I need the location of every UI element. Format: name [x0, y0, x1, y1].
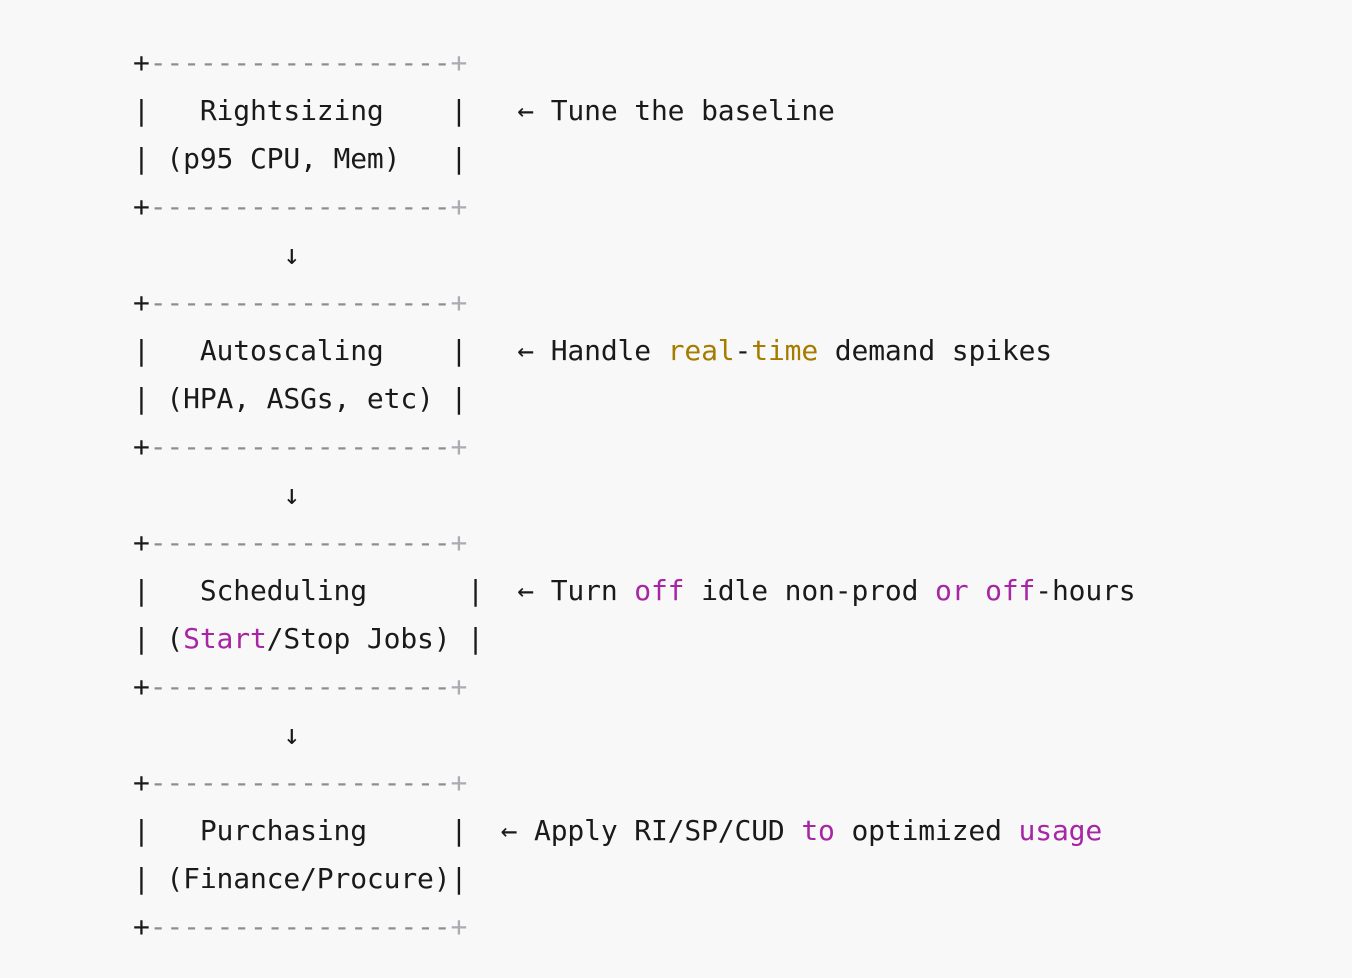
down-arrow-icon: ↓ — [283, 478, 301, 511]
border-dashes: ------------------ — [149, 46, 451, 79]
box-row-text: | (Finance/Procure)| — [133, 862, 468, 895]
border-dashes: ------------------ — [149, 766, 451, 799]
annotation-text: Turn — [534, 574, 635, 607]
annotation-text: -hours — [1035, 574, 1136, 607]
flow-arrow-row-3: ↓ — [133, 711, 1352, 759]
border-corner-end: + — [450, 670, 468, 703]
box1-border-bottom: +------------------+ — [133, 183, 1352, 231]
highlight-keyword: off — [634, 574, 685, 607]
border-corner-end: + — [450, 190, 468, 223]
box-row-text: | Purchasing | — [133, 814, 501, 847]
border-dashes: ------------------ — [149, 526, 451, 559]
box2-title-row: | Autoscaling | ← Handle real-time deman… — [133, 327, 1352, 375]
box1-border-top: +------------------+ — [133, 39, 1352, 87]
flow-arrow-row-2: ↓ — [133, 471, 1352, 519]
highlight-type: time — [751, 334, 819, 367]
box-row-text: | Autoscaling | — [133, 334, 518, 367]
annotation-text: demand spikes — [818, 334, 1052, 367]
annotation-text: Tune the baseline — [534, 94, 835, 127]
box-row-text: | Scheduling | — [133, 574, 518, 607]
indent — [133, 478, 283, 511]
highlight-keyword: usage — [1018, 814, 1103, 847]
left-arrow-icon: ← — [517, 94, 534, 127]
box-row-text: | (HPA, ASGs, etc) | — [133, 382, 468, 415]
highlight-type: real — [667, 334, 735, 367]
border-dashes: ------------------ — [149, 190, 451, 223]
border-corner-end: + — [450, 430, 468, 463]
box-row-text: | (p95 CPU, Mem) | — [133, 142, 468, 175]
border-corner-end: + — [450, 526, 468, 559]
border-dashes: ------------------ — [149, 910, 451, 943]
box2-border-bottom: +------------------+ — [133, 423, 1352, 471]
annotation-text: optimized — [834, 814, 1019, 847]
box4-title-row: | Purchasing | ← Apply RI/SP/CUD to opti… — [133, 807, 1352, 855]
border-corner: + — [133, 670, 150, 703]
border-dashes: ------------------ — [149, 430, 451, 463]
border-corner-end: + — [450, 766, 468, 799]
box4-border-top: +------------------+ — [133, 759, 1352, 807]
border-dashes: ------------------ — [149, 670, 451, 703]
left-arrow-icon: ← — [517, 334, 534, 367]
border-corner: + — [133, 766, 150, 799]
box2-border-top: +------------------+ — [133, 279, 1352, 327]
highlight-keyword: to — [801, 814, 835, 847]
box3-title-row: | Scheduling | ← Turn off idle non-prod … — [133, 567, 1352, 615]
annotation-text: Handle — [534, 334, 668, 367]
annotation-text: - — [734, 334, 752, 367]
box2-subtitle-row: | (HPA, ASGs, etc) | — [133, 375, 1352, 423]
border-corner: + — [133, 910, 150, 943]
box4-subtitle-row: | (Finance/Procure)| — [133, 855, 1352, 903]
box-row-text: /Stop Jobs) | — [266, 622, 484, 655]
highlight-keyword: Start — [183, 622, 267, 655]
annotation-text — [968, 574, 985, 607]
box4-border-bottom: +------------------+ — [133, 903, 1352, 951]
down-arrow-icon: ↓ — [283, 718, 301, 751]
annotation-text: Apply RI/SP/CUD — [517, 814, 802, 847]
flow-arrow-row-1: ↓ — [133, 231, 1352, 279]
border-corner-end: + — [450, 46, 468, 79]
box1-title-row: | Rightsizing | ← Tune the baseline — [133, 87, 1352, 135]
border-corner: + — [133, 286, 150, 319]
indent — [133, 718, 283, 751]
down-arrow-icon: ↓ — [283, 238, 301, 271]
box-row-text: | Rightsizing | — [133, 94, 518, 127]
box3-border-top: +------------------+ — [133, 519, 1352, 567]
ascii-diagram: +------------------+| Rightsizing | ← Tu… — [133, 39, 1352, 951]
border-dashes: ------------------ — [149, 286, 451, 319]
box-row-text: | ( — [133, 622, 184, 655]
box1-subtitle-row: | (p95 CPU, Mem) | — [133, 135, 1352, 183]
indent — [133, 238, 283, 271]
border-corner: + — [133, 430, 150, 463]
box3-border-bottom: +------------------+ — [133, 663, 1352, 711]
highlight-keyword: off — [985, 574, 1036, 607]
border-corner: + — [133, 526, 150, 559]
border-corner-end: + — [450, 286, 468, 319]
annotation-text: idle non-prod — [684, 574, 935, 607]
border-corner: + — [133, 190, 150, 223]
highlight-keyword: or — [935, 574, 969, 607]
box3-subtitle-row: | (Start/Stop Jobs) | — [133, 615, 1352, 663]
border-corner: + — [133, 46, 150, 79]
left-arrow-icon: ← — [500, 814, 518, 847]
left-arrow-icon: ← — [517, 574, 534, 607]
border-corner-end: + — [450, 910, 468, 943]
